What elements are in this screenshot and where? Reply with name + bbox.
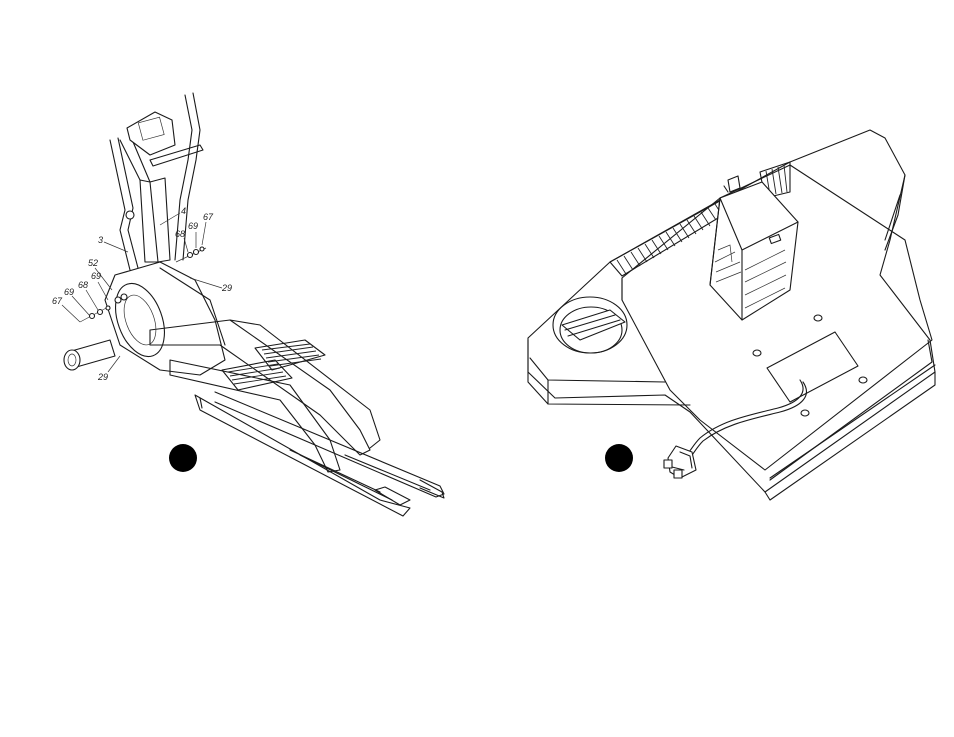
- part-label-69-upper-left: 69: [91, 271, 101, 281]
- part-label-29-left: 29: [97, 372, 108, 382]
- part-label-3: 3: [98, 235, 103, 245]
- part-label-67-left: 67: [52, 296, 63, 306]
- part-label-69-left: 69: [64, 287, 74, 297]
- part-label-68-right: 68: [175, 229, 185, 239]
- part-label-68-left: 68: [78, 280, 88, 290]
- step-marker-right: [605, 444, 633, 472]
- step-marker-left: [169, 444, 197, 472]
- part-label-52: 52: [88, 258, 98, 268]
- console-battery-illustration: [528, 130, 935, 500]
- part-label-4: 4: [181, 206, 186, 216]
- part-label-67-right: 67: [203, 212, 214, 222]
- part-label-29-right: 29: [221, 283, 232, 293]
- elliptical-trainer-illustration: 4 67 69 68 3 52 69 68 69 67 29 29: [52, 93, 444, 516]
- part-label-69-right: 69: [188, 221, 198, 231]
